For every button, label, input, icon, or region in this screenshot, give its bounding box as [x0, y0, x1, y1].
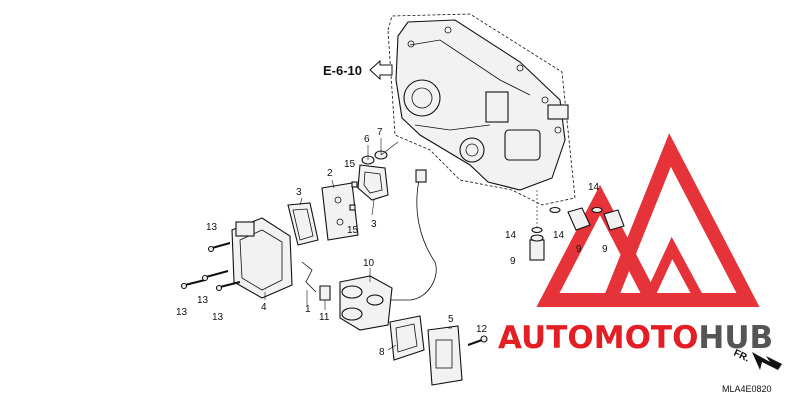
callout-15-b: 15	[347, 225, 359, 236]
gasket-3-right	[357, 164, 389, 201]
front-arrow-icon	[752, 352, 782, 370]
bolt-13-c	[201, 270, 229, 282]
callout-14-a: 14	[505, 230, 517, 241]
callout-10: 10	[363, 258, 375, 269]
watermark-logo	[536, 133, 760, 307]
callout-13-c: 13	[197, 295, 209, 306]
washer-14-b	[549, 206, 561, 214]
callout-labels: 1 2 3 3 4 5 6 7 8 9 9 9 10 11 12 13 13 1…	[176, 127, 608, 358]
gasket-8	[389, 315, 425, 361]
svg-text:AUTOMOTOHUB: AUTOMOTOHUB	[498, 320, 773, 356]
bolt-15b	[349, 204, 356, 211]
callout-13-a: 13	[206, 222, 218, 233]
watermark-text: AUTOMOTOHUB	[498, 320, 773, 356]
callout-9-right: 9	[602, 244, 608, 255]
reference-arrow: E-6-10	[323, 59, 393, 81]
washer-14-a	[531, 226, 543, 234]
callout-13-b: 13	[176, 307, 188, 318]
bolt-13-b	[180, 279, 206, 290]
callout-9-left: 9	[510, 256, 516, 267]
callout-4: 4	[261, 302, 267, 313]
engine-case	[387, 13, 576, 206]
bolt-12	[467, 335, 488, 346]
bolt-13-d	[215, 281, 241, 292]
bolt-15a	[351, 181, 358, 188]
reference-label: E-6-10	[323, 63, 362, 78]
watermark-part2: MOTO	[594, 320, 699, 356]
callout-5: 5	[448, 314, 454, 325]
callout-2: 2	[327, 168, 333, 179]
callout-6: 6	[364, 134, 370, 145]
callout-9-mid: 9	[576, 244, 582, 255]
callout-14-b: 14	[553, 230, 565, 241]
bolt-11	[319, 285, 331, 301]
callout-12: 12	[476, 324, 488, 335]
diagram-code: MLA4E0820	[722, 384, 772, 394]
callout-3-right: 3	[371, 219, 377, 230]
sensor-9-right	[603, 209, 625, 231]
callout-11: 11	[319, 312, 330, 323]
callout-15-a: 15	[344, 159, 356, 170]
cover-4	[231, 217, 293, 299]
callout-14-c: 14	[588, 182, 600, 193]
plate-2	[321, 182, 359, 241]
washer-14-c	[591, 206, 603, 214]
gasket-3-left	[287, 202, 319, 246]
callout-13-d: 13	[212, 312, 224, 323]
clip-1	[301, 261, 317, 293]
sensor-harness-10	[339, 169, 437, 331]
cover-5	[427, 325, 463, 386]
watermark-part3: HUB	[698, 320, 773, 356]
callout-8: 8	[379, 347, 385, 358]
callout-7: 7	[377, 127, 383, 138]
sensor-9-mid	[567, 207, 591, 231]
sensor-9-left	[529, 234, 545, 261]
bolt-13-a	[207, 242, 231, 253]
callout-3-left: 3	[296, 187, 302, 198]
callout-1: 1	[305, 304, 311, 315]
watermark-part1: AUTO	[498, 320, 594, 356]
